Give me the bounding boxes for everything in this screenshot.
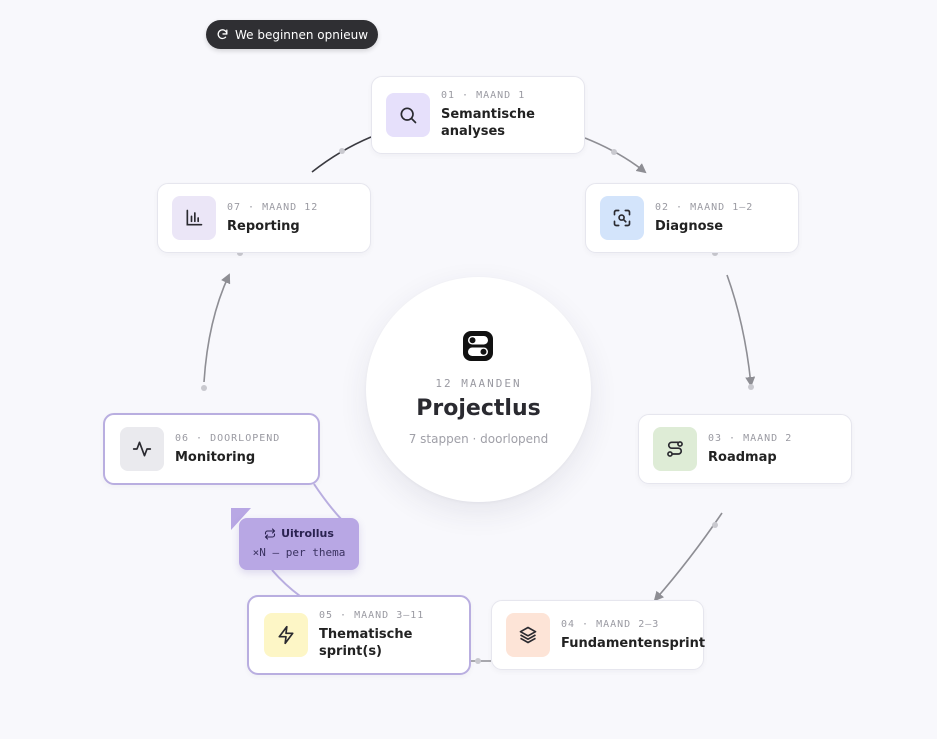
step-label: 04 · MAAND 2–3 xyxy=(561,618,660,630)
restart-button[interactable]: We beginnen opnieuw xyxy=(206,20,378,49)
step-title: Monitoring xyxy=(175,449,256,465)
step-label: 06 · DOORLOPEND xyxy=(175,432,281,444)
step-card-roadmap[interactable]: 03 · MAAND 2 Roadmap xyxy=(638,414,852,484)
restart-label: We beginnen opnieuw xyxy=(234,27,369,42)
connector-loop-05 xyxy=(271,569,301,597)
step-label: 07 · MAAND 12 xyxy=(227,201,319,213)
loop-badge-title: Uitrollus xyxy=(281,527,334,540)
step-title: Reporting xyxy=(227,218,300,234)
step-icon-box xyxy=(653,427,697,471)
toggle-logo xyxy=(463,331,493,361)
scan-search-icon xyxy=(613,209,631,227)
bar-chart-icon xyxy=(186,209,203,226)
center-hub: 12 MAANDEN Projectlus 7 stappen · doorlo… xyxy=(366,277,591,502)
step-card-monitoring[interactable]: 06 · DOORLOPEND Monitoring xyxy=(103,413,320,485)
step-title: Fundamentensprint xyxy=(561,635,706,651)
step-icon-box xyxy=(264,613,308,657)
activity-icon xyxy=(132,441,152,457)
step-card-diagnose[interactable]: 02 · MAAND 1–2 Diagnose xyxy=(585,183,799,253)
loop-badge-subtitle: ×N — per thema xyxy=(252,546,346,559)
connector-loop-06 xyxy=(313,483,343,521)
center-title: Projectlus xyxy=(416,396,541,421)
center-duration: 12 MAANDEN xyxy=(435,377,522,390)
refresh-icon xyxy=(217,29,228,40)
connector-dot xyxy=(611,149,617,155)
connector-dot xyxy=(748,384,754,390)
step-title: Diagnose xyxy=(655,218,724,234)
step-card-semantische-analyses[interactable]: 01 · MAAND 1 Semantische analyses xyxy=(371,76,585,154)
step-label: 02 · MAAND 1–2 xyxy=(655,201,754,213)
step-card-fundamentensprint[interactable]: 04 · MAAND 2–3 Fundamentensprint xyxy=(491,600,706,670)
layers-icon xyxy=(519,626,537,644)
step-title: Semantische analyses xyxy=(441,107,535,139)
step-icon-box xyxy=(600,196,644,240)
search-icon xyxy=(400,107,417,124)
connector-01-02 xyxy=(584,137,647,174)
connector-06-07 xyxy=(203,273,231,383)
connector-dot xyxy=(712,522,718,528)
step-icon-box xyxy=(172,196,216,240)
zap-icon xyxy=(278,625,294,645)
loop-badge: Uitrollus ×N — per thema xyxy=(239,518,359,570)
connector-03-04 xyxy=(653,512,723,602)
step-icon-box xyxy=(120,427,164,471)
step-label: 03 · MAAND 2 xyxy=(708,432,793,444)
connector-dot xyxy=(201,385,207,391)
step-title: Thematische sprint(s) xyxy=(319,627,413,659)
route-icon xyxy=(667,441,683,457)
repeat-icon xyxy=(265,527,276,540)
step-icon-box xyxy=(506,613,550,657)
connector-dot xyxy=(475,658,481,664)
step-card-reporting[interactable]: 07 · MAAND 12 Reporting xyxy=(157,183,371,253)
step-title: Roadmap xyxy=(708,449,777,465)
step-icon-box xyxy=(386,93,430,137)
connector-dot xyxy=(339,148,345,154)
connector-02-03 xyxy=(726,274,756,387)
center-subtitle: 7 stappen · doorlopend xyxy=(408,432,549,446)
step-card-thematische-sprints[interactable]: 05 · MAAND 3–11 Thematische sprint(s) xyxy=(247,595,471,675)
step-label: 01 · MAAND 1 xyxy=(441,90,526,101)
connector-07-01 xyxy=(311,136,372,173)
step-label: 05 · MAAND 3–11 xyxy=(319,610,425,621)
